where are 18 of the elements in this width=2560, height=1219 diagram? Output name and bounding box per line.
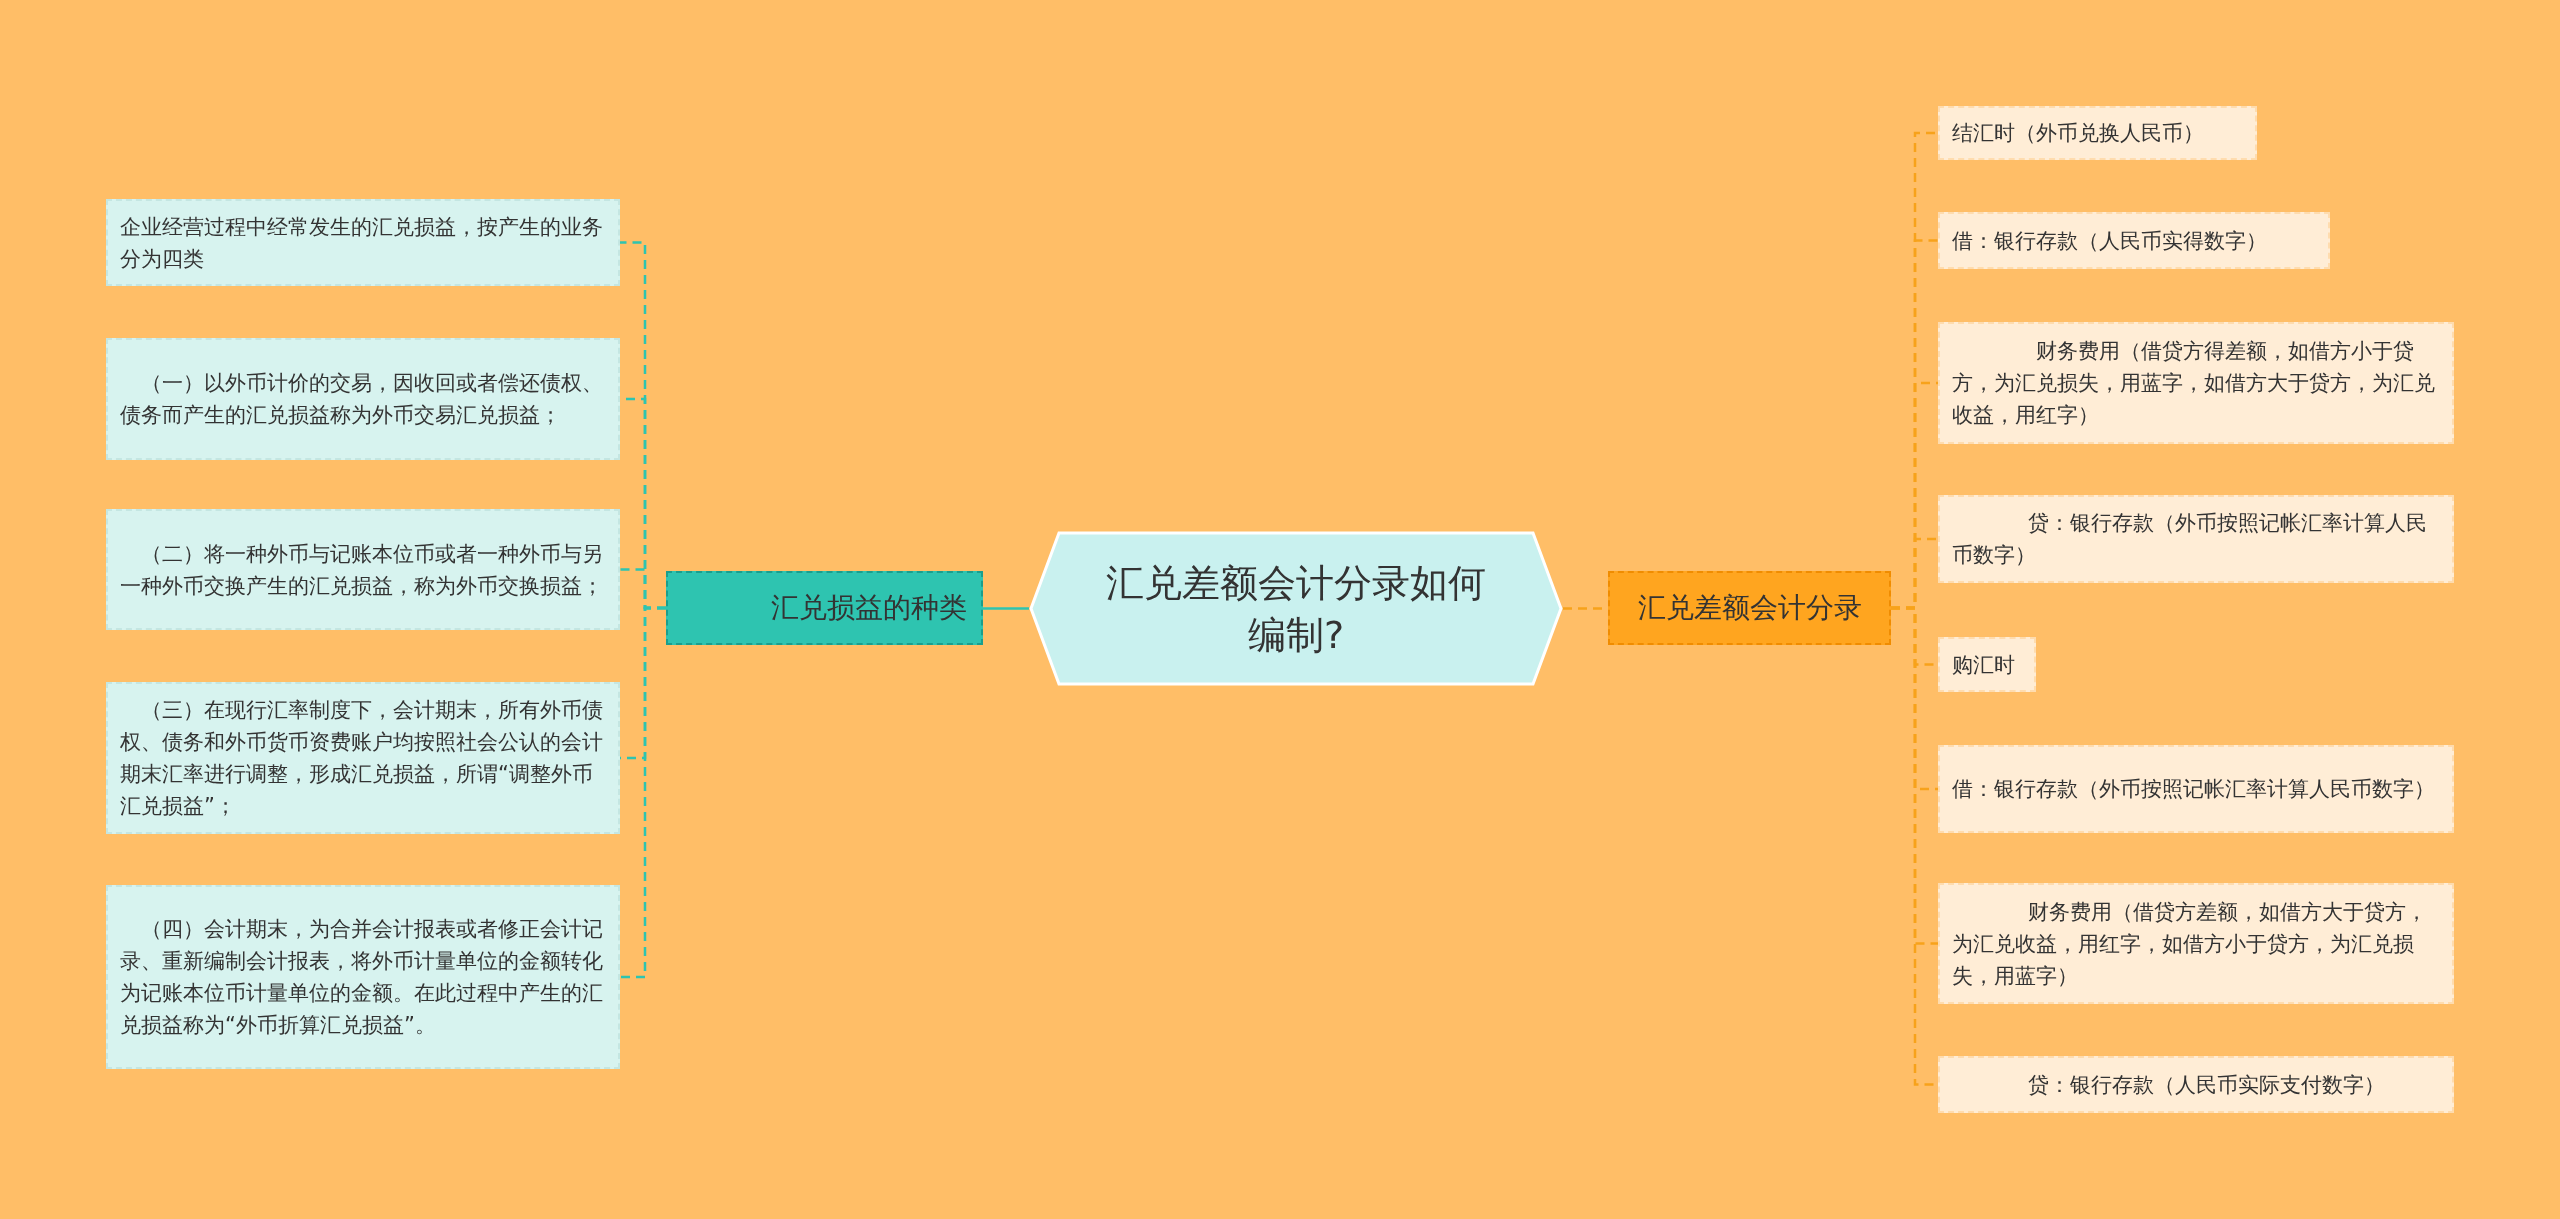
connector-line — [983, 607, 1029, 610]
central-topic: 汇兑差额会计分录如何编制? — [1029, 531, 1563, 686]
leaf-topic: （一）以外币计价的交易，因收回或者偿还债权、债务而产生的汇兑损益称为外币交易汇兑损益； — [106, 338, 620, 460]
leaf-topic: （二）将一种外币与记账本位币或者一种外币与另一种外币交换产生的汇兑损益，称为外币交换损益； — [106, 509, 620, 630]
leaf-topic: 贷：银行存款（人民币实际支付数字） — [1938, 1056, 2454, 1113]
leaf-topic: 财务费用（借贷方得差额，如借方小于贷方，为汇兑损失，用蓝字，如借方大于贷方，为汇兑收益，用红字） — [1938, 322, 2454, 444]
leaf-topic: 贷：银行存款（外币按照记帐汇率计算人民币数字） — [1938, 495, 2454, 583]
leaf-topic: 企业经营过程中经常发生的汇兑损益，按产生的业务分为四类 — [106, 199, 620, 286]
leaf-topic: （四）会计期末，为合并会计报表或者修正会计记录、重新编制会计报表，将外币计量单位的金额转化为记账本位币计量单位的金额。在此过程中产生的汇兑损益称为“外币折算汇兑损益”。 — [106, 885, 620, 1069]
leaf-topic: 结汇时（外币兑换人民币） — [1938, 106, 2257, 160]
leaf-topic: 购汇时 — [1938, 637, 2036, 692]
leaf-topic: 借：银行存款（外币按照记帐汇率计算人民币数字） — [1938, 745, 2454, 833]
branch-topic: 汇兑差额会计分录 — [1608, 571, 1891, 645]
leaf-topic: 财务费用（借贷方差额，如借方大于贷方，为汇兑收益，用红字，如借方小于贷方，为汇兑损失，用蓝字） — [1938, 883, 2454, 1004]
leaf-topic: 借：银行存款（人民币实得数字） — [1938, 212, 2330, 269]
branch-topic: 汇兑损益的种类 — [666, 571, 983, 645]
leaf-topic: （三）在现行汇率制度下，会计期末，所有外币债权、债务和外币货币资费账户均按照社会公认的会计期末汇率进行调整，形成汇兑损益，所谓“调整外币汇兑损益”； — [106, 682, 620, 834]
connector-line — [620, 606, 666, 979]
